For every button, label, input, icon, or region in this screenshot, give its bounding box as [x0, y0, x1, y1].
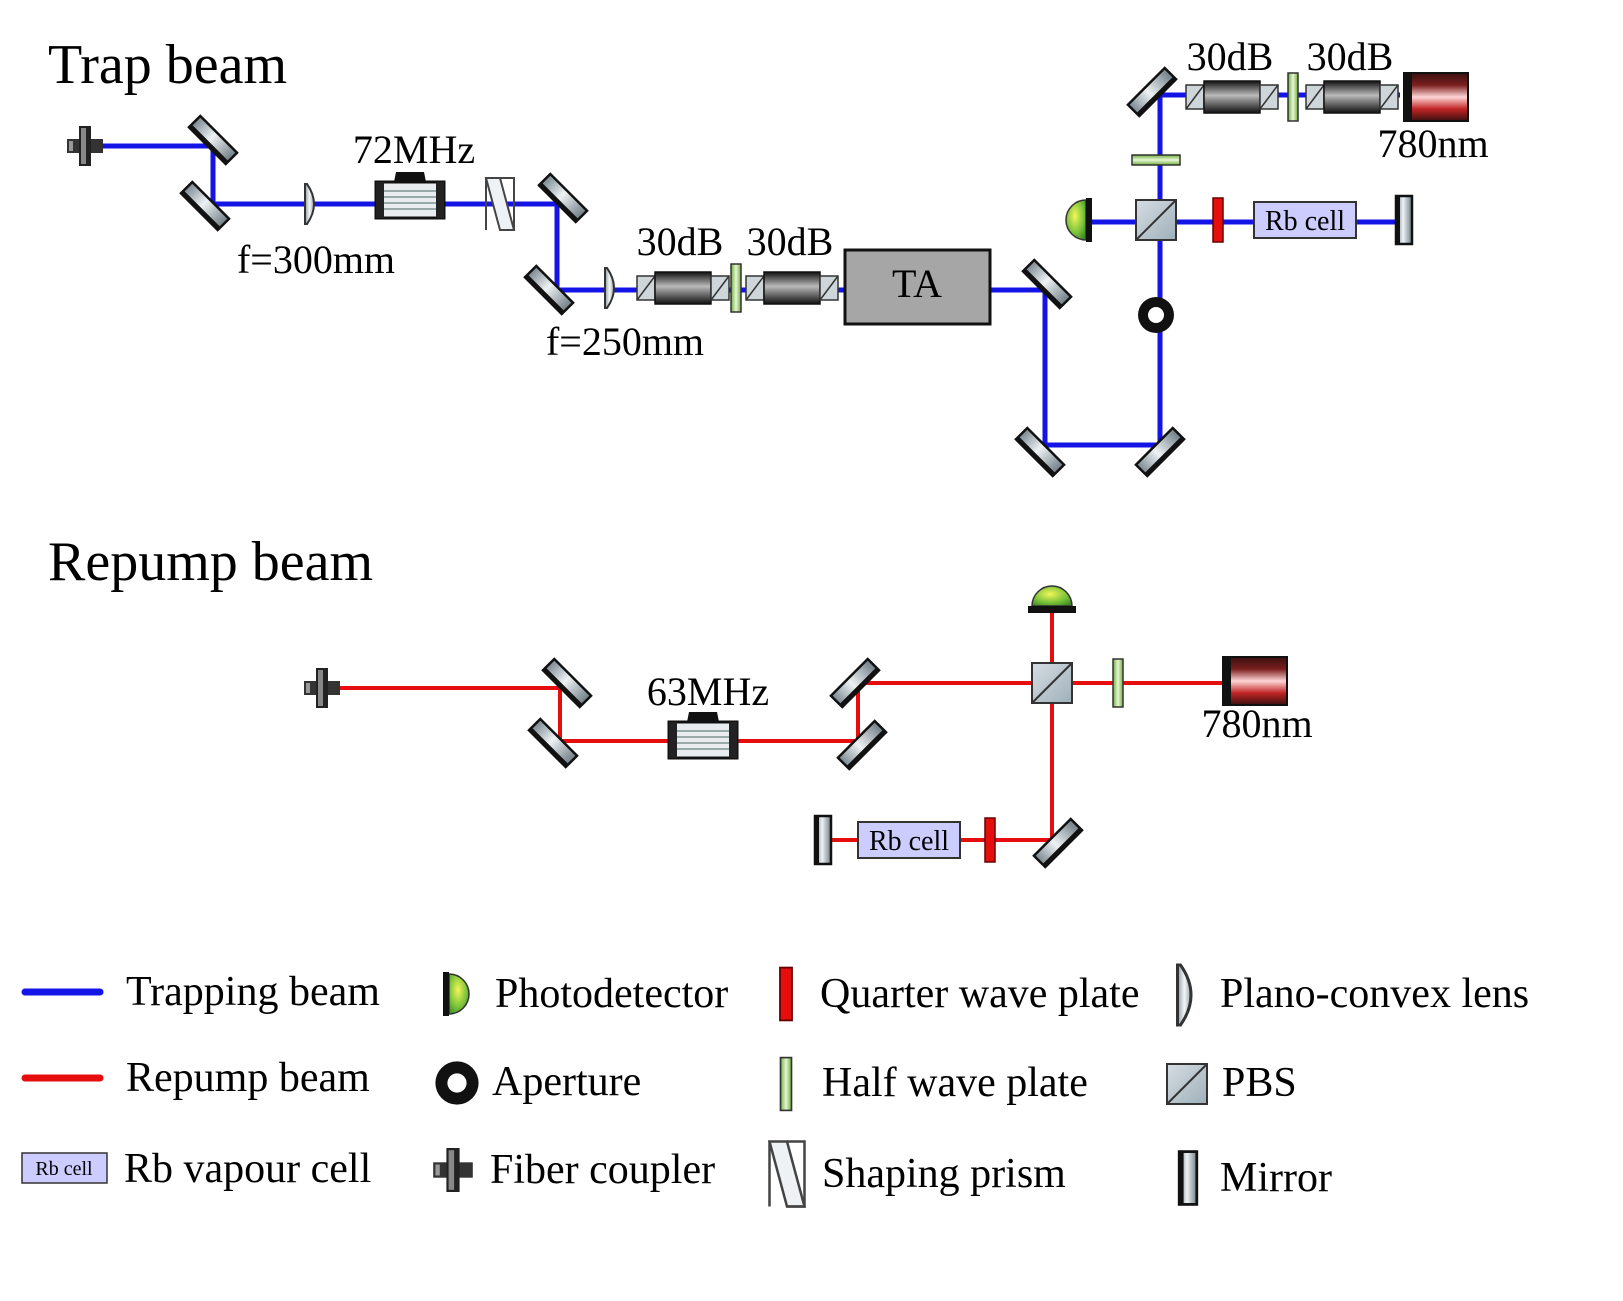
- tapered-amplifier: [843, 248, 992, 326]
- repump-half-wave-plate: [1112, 658, 1124, 708]
- legend-half-wave-plate-icon: [779, 1056, 793, 1112]
- trap-pbs: [1135, 199, 1177, 241]
- legend: Trapping beam Repump beam Rb cell Rb vap…: [21, 963, 1529, 1208]
- trap-fiber-coupler: [67, 126, 103, 166]
- repump-mirror-1: [541, 657, 593, 709]
- trap-aom-label: 72MHz: [353, 127, 475, 172]
- ta-label: TA: [892, 261, 942, 306]
- repump-mirror-5: [1032, 817, 1084, 869]
- trap-rb-cell: [1253, 201, 1357, 239]
- repump-pbs: [1031, 662, 1073, 704]
- trap-mirror-8: [1126, 66, 1178, 118]
- legend-pbs: PBS: [1222, 1060, 1297, 1106]
- trap-beam-title: Trap beam: [48, 34, 287, 96]
- legend-mirror: Mirror: [1220, 1155, 1332, 1201]
- repump-fiber-coupler: [304, 668, 340, 708]
- trap-isolator1-label: 30dB: [637, 219, 724, 264]
- trap-retro-mirror: [1394, 194, 1414, 246]
- legend-aperture: Aperture: [492, 1059, 641, 1105]
- trap-half-wave-plate-3: [1287, 72, 1299, 122]
- trap-photodetector: [1065, 198, 1092, 242]
- legend-quarter-wave-plate-icon: [779, 966, 793, 1022]
- repump-mirror-4: [836, 719, 888, 771]
- legend-shaping-prism-icon: [768, 1140, 806, 1208]
- legend-trapping-beam: Trapping beam: [126, 969, 380, 1015]
- trap-isolator-2: [745, 271, 839, 305]
- legend-plano-convex-lens-icon: [1176, 963, 1193, 1027]
- trap-isolator-1: [636, 271, 730, 305]
- legend-shaping-prism: Shaping prism: [822, 1151, 1066, 1197]
- repump-quarter-wave-plate: [984, 817, 996, 863]
- trap-laser-isolator2-label: 30dB: [1307, 34, 1394, 79]
- trap-aom: [374, 170, 446, 220]
- trap-lens-250: [604, 267, 615, 309]
- trap-mirror-6: [1014, 426, 1066, 478]
- repump-rb-cell-label: Rb cell: [869, 826, 949, 857]
- trap-lens2-label: f=250mm: [546, 319, 704, 364]
- trap-half-wave-plate-2: [1131, 154, 1181, 166]
- legend-rb-cell-icon-text: Rb cell: [35, 1158, 93, 1180]
- repump-laser-label: 780nm: [1201, 701, 1312, 746]
- legend-half-wave-plate: Half wave plate: [822, 1060, 1088, 1106]
- legend-rb-cell-icon: [21, 1152, 108, 1184]
- trap-aperture: [1138, 297, 1174, 333]
- legend-fiber-coupler: Fiber coupler: [490, 1147, 715, 1193]
- trap-laser-isolator1-label: 30dB: [1187, 34, 1274, 79]
- legend-pbs-icon: [1166, 1063, 1208, 1105]
- repump-aom-label: 63MHz: [647, 669, 769, 714]
- trap-lens1-label: f=300mm: [237, 237, 395, 282]
- repump-aom: [667, 710, 739, 760]
- trap-beam-path-2: [990, 92, 1400, 448]
- legend-rb-vapour-cell: Rb vapour cell: [124, 1146, 371, 1192]
- legend-plano-convex-lens: Plano-convex lens: [1220, 971, 1529, 1017]
- trap-rb-cell-label: Rb cell: [1265, 206, 1345, 237]
- trap-lens-300: [304, 183, 315, 225]
- repump-photodetector: [1028, 585, 1076, 613]
- trap-half-wave-plate-1: [730, 263, 742, 313]
- repump-rb-cell: [857, 821, 961, 859]
- trap-isolator2-label: 30dB: [747, 219, 834, 264]
- legend-mirror-icon: [1177, 1150, 1199, 1206]
- trap-laser-label: 780nm: [1377, 121, 1488, 166]
- trap-laser-isolator-2: [1305, 80, 1399, 114]
- trap-laser-isolator-1: [1185, 80, 1279, 114]
- trap-laser-780: [1403, 72, 1469, 122]
- legend-fiber-coupler-icon: [433, 1148, 473, 1192]
- legend-repump-beam: Repump beam: [126, 1055, 370, 1101]
- repump-beam-path: [330, 681, 1225, 743]
- trap-mirror-3: [537, 172, 589, 224]
- legend-quarter-wave-plate: Quarter wave plate: [820, 971, 1140, 1017]
- legend-aperture-icon: [435, 1061, 479, 1105]
- trap-quarter-wave-plate: [1212, 197, 1224, 243]
- repump-beam-title: Repump beam: [48, 531, 373, 593]
- repump-laser-780: [1222, 656, 1288, 706]
- repump-retro-mirror: [813, 814, 833, 866]
- legend-photodetector-icon: [443, 972, 470, 1016]
- legend-photodetector: Photodetector: [495, 971, 728, 1017]
